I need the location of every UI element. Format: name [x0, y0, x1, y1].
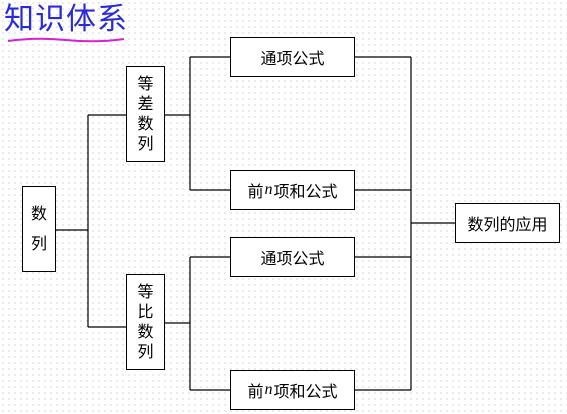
node-arithmetic-char: 差: [137, 94, 154, 113]
node-sequence-char: 列: [30, 234, 47, 253]
node-sequence-application: 数列的应用: [455, 203, 560, 243]
node-geometric-char: 比: [137, 302, 154, 321]
node-geometric-char: 列: [137, 342, 154, 361]
title-underline: [7, 37, 125, 43]
node-arith-general-term: 通项公式: [230, 37, 355, 77]
node-arithmetic-char: 等: [137, 74, 154, 93]
page-title: 知识体系: [4, 2, 128, 37]
sum-prefix: 前: [247, 182, 264, 201]
node-sequence: 数 列: [22, 186, 56, 272]
node-sequence-char: 数: [30, 204, 47, 223]
sum-variable: n: [264, 381, 273, 398]
node-geometric-char: 等: [137, 282, 154, 301]
node-arithmetic-char: 数: [137, 114, 154, 133]
node-geometric-char: 数: [137, 322, 154, 341]
node-arithmetic-char: 列: [137, 134, 154, 153]
sum-suffix: 项和公式: [273, 182, 338, 201]
sum-prefix: 前: [247, 382, 264, 401]
node-geometric-sequence: 等 比 数 列: [126, 274, 165, 370]
node-geom-general-term: 通项公式: [230, 237, 355, 277]
sum-suffix: 项和公式: [273, 382, 338, 401]
sum-variable: n: [264, 181, 273, 198]
node-arithmetic-sequence: 等 差 数 列: [126, 66, 165, 162]
